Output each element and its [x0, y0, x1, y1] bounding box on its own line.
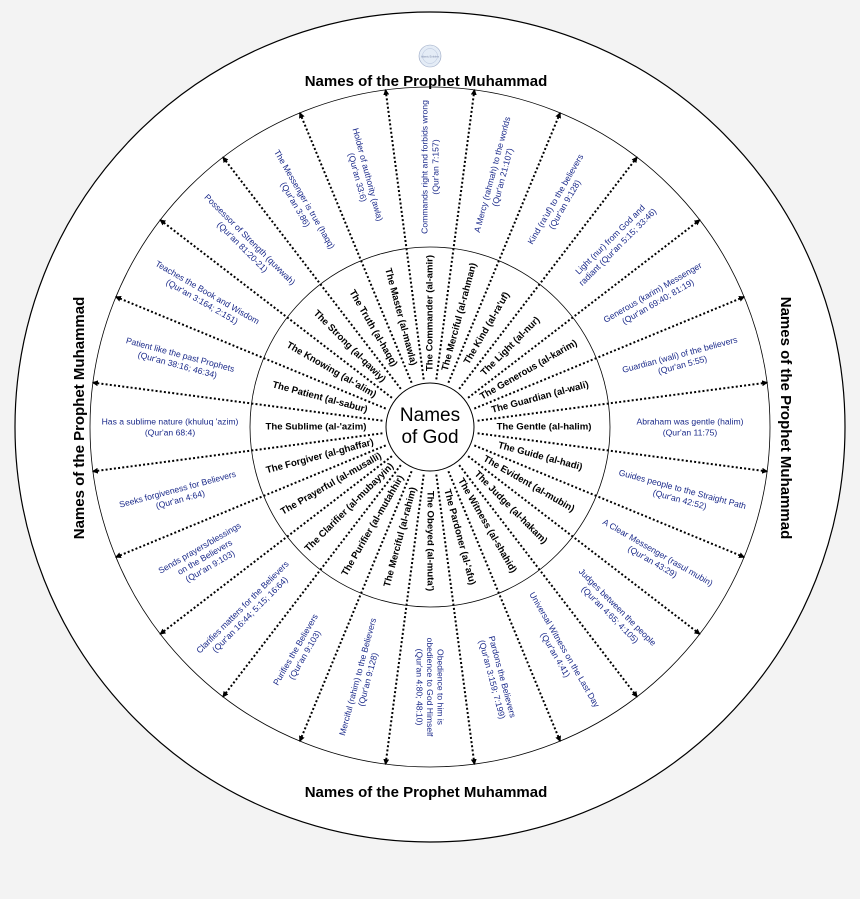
prophet-attribute-line: (Qur'an 68:4)	[145, 427, 196, 437]
title-left: Names of the Prophet Muhammad	[71, 297, 88, 540]
prophet-attribute-label: Obedience to him isobedience to God Hims…	[415, 638, 446, 737]
center-title-line1: Names	[400, 405, 460, 426]
emblem-seal-icon: Islamic Emblem	[418, 44, 442, 68]
prophet-names-ring	[89, 86, 771, 768]
prophet-attribute-line: Obedience to him is	[436, 649, 446, 725]
prophet-attribute-label: Commands right and forbids wrong(Qur'an …	[420, 100, 441, 234]
emblem-seal-text: Islamic Emblem	[421, 55, 439, 59]
prophet-attribute-line: Has a sublime nature (khuluq 'azim)	[102, 417, 239, 427]
prophet-attribute-line: Abraham was gentle (halim)	[637, 417, 744, 427]
center-title-line2: of God	[401, 427, 458, 448]
center-circle	[385, 382, 475, 472]
god-name-label: The Obeyed (al-muta')	[424, 491, 435, 591]
prophet-attribute-line: (Qur'an 4:80; 48:10)	[415, 649, 425, 726]
title-top: Names of the Prophet Muhammad	[305, 73, 548, 90]
god-name-label: The Gentle (al-halim)	[497, 422, 592, 433]
god-name-label: The Sublime (al-'azim)	[266, 422, 367, 433]
prophet-attribute-label: Abraham was gentle (halim)(Qur'an 11:75)	[637, 417, 744, 438]
god-name-label: The Commander (al-amir)	[425, 255, 436, 371]
prophet-attribute-line: (Qur'an 7:157)	[430, 139, 440, 194]
prophet-attribute-line: (Qur'an 11:75)	[663, 427, 718, 437]
title-right: Names of the Prophet Muhammad	[777, 297, 794, 540]
title-bottom: Names of the Prophet Muhammad	[305, 784, 548, 801]
prophet-attribute-line: obedience to God Himself	[425, 638, 435, 737]
god-names-ring	[249, 246, 611, 608]
prophet-attribute-line: Commands right and forbids wrong	[420, 100, 430, 234]
prophet-attribute-label: Has a sublime nature (khuluq 'azim)(Qur'…	[102, 417, 239, 438]
